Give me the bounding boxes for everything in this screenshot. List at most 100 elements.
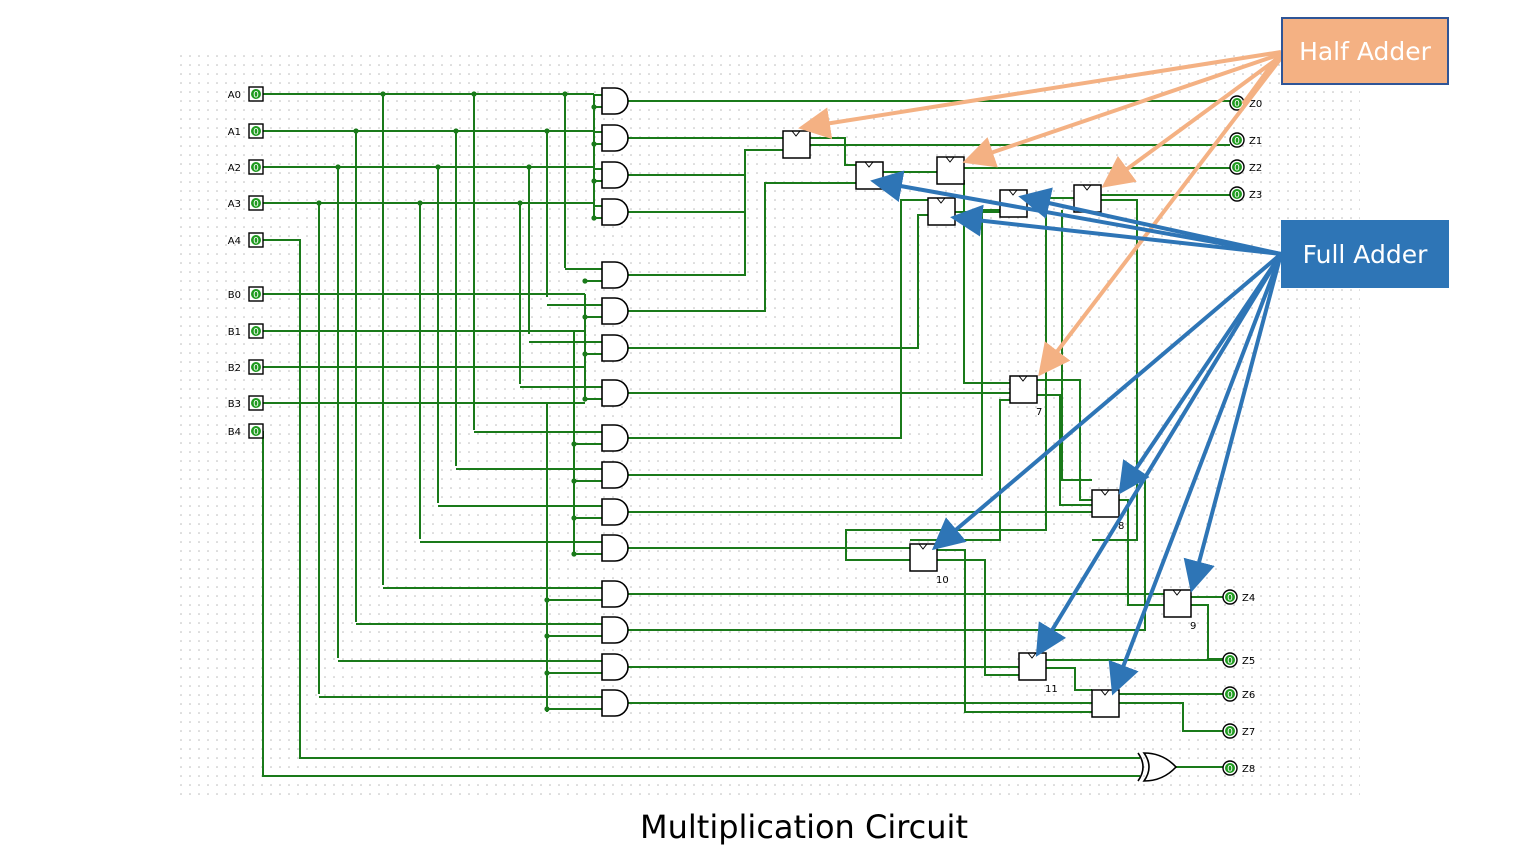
pin-value: 0 — [253, 200, 259, 210]
full-adder-7: 11 — [1018, 652, 1058, 695]
half-adder-callout: Half Adder — [1281, 17, 1449, 85]
junction-dot — [582, 314, 588, 320]
adder-number: 9 — [1190, 621, 1196, 632]
pin-label: B2 — [228, 363, 241, 374]
wire — [963, 180, 1010, 384]
and-gate — [601, 261, 629, 289]
pin-value: 0 — [253, 237, 259, 247]
full-adder-arrow — [1183, 253, 1283, 593]
adder-notch — [1018, 375, 1028, 382]
pin-led — [251, 362, 261, 372]
pin-value: 0 — [1234, 137, 1240, 147]
input-pin-a1: A1 0 — [228, 123, 264, 139]
pin-value: 0 — [1234, 191, 1240, 201]
half-adder-arrow — [962, 52, 1282, 168]
pin-value: 0 — [1234, 164, 1240, 174]
junction-dot — [591, 178, 597, 184]
and-gate — [601, 87, 629, 115]
junction-dot — [544, 706, 550, 712]
wire-layer — [262, 91, 1230, 777]
and-gate — [601, 161, 629, 189]
xor-back — [1137, 752, 1144, 782]
full-adder-arrow — [1018, 187, 1282, 256]
and-gate — [601, 297, 629, 325]
pin-value: 0 — [253, 128, 259, 138]
output-pin-z1: 0 Z1 — [1229, 132, 1262, 148]
pin-label: Z1 — [1249, 136, 1262, 147]
gate-layer — [601, 87, 1178, 782]
adder-box — [1091, 489, 1120, 518]
input-pin-b2: B2 0 — [228, 359, 264, 375]
pin-led — [1232, 135, 1242, 145]
wire — [593, 131, 602, 133]
junction-dot — [591, 104, 597, 110]
wire — [262, 431, 1140, 777]
and-gate — [601, 653, 629, 681]
pin-led — [251, 235, 261, 245]
full-adder-arrow — [1108, 253, 1283, 696]
junction-dot — [571, 478, 577, 484]
junction-dot — [571, 515, 577, 521]
pin-led — [251, 398, 261, 408]
xor-gate — [1137, 752, 1178, 782]
half-adder-4: 7 — [1009, 375, 1042, 418]
half-adder-arrow — [798, 50, 1282, 140]
input-pin-a3: A3 0 — [228, 195, 264, 211]
pin-value: 0 — [253, 328, 259, 338]
and-gate — [601, 498, 629, 526]
pin-value: 0 — [253, 364, 259, 374]
half-adder-2 — [936, 156, 965, 185]
arrow-layer — [798, 50, 1283, 696]
wire — [263, 239, 1140, 759]
and-gate — [601, 198, 629, 226]
pin-led — [251, 289, 261, 299]
and-gate — [601, 616, 629, 644]
pin-label: Z0 — [1249, 99, 1262, 110]
half-adder-arrow — [1038, 56, 1283, 377]
xor-body — [1142, 752, 1178, 782]
junction-dot — [591, 215, 597, 221]
pin-led — [251, 162, 261, 172]
adder-notch — [918, 543, 928, 550]
adder-notch — [936, 197, 946, 204]
pin-led — [1225, 763, 1235, 773]
junction-dot — [544, 670, 550, 676]
junction-dot — [591, 141, 597, 147]
pin-value: 0 — [253, 291, 259, 301]
wire — [628, 150, 746, 276]
and-gate — [601, 534, 629, 562]
wire — [1037, 379, 1092, 501]
wire — [1037, 394, 1092, 506]
pin-led — [1232, 98, 1242, 108]
full-adder-5: 9 — [1163, 589, 1196, 632]
adder-number: 8 — [1118, 521, 1124, 532]
and-gate — [601, 334, 629, 362]
pin-label: A1 — [228, 127, 241, 138]
half-adder-1 — [782, 130, 811, 159]
full-adder-arrow — [1035, 252, 1283, 657]
and-gate — [601, 379, 629, 407]
pin-led — [1232, 162, 1242, 172]
adder-notch — [1100, 489, 1110, 496]
adder-notch — [1027, 652, 1037, 659]
junction-dot — [582, 278, 588, 284]
pin-led — [251, 198, 261, 208]
pin-value: 0 — [1227, 657, 1233, 667]
junction-dot — [582, 396, 588, 402]
pin-label: B3 — [228, 399, 241, 410]
adder-notch — [1008, 189, 1018, 196]
wire — [1119, 702, 1230, 732]
full-adder-arrow — [950, 204, 1282, 256]
adder-notch — [1082, 184, 1092, 191]
pin-label: A3 — [228, 199, 241, 210]
pin-label: A2 — [228, 163, 241, 174]
pin-value: 0 — [253, 164, 259, 174]
